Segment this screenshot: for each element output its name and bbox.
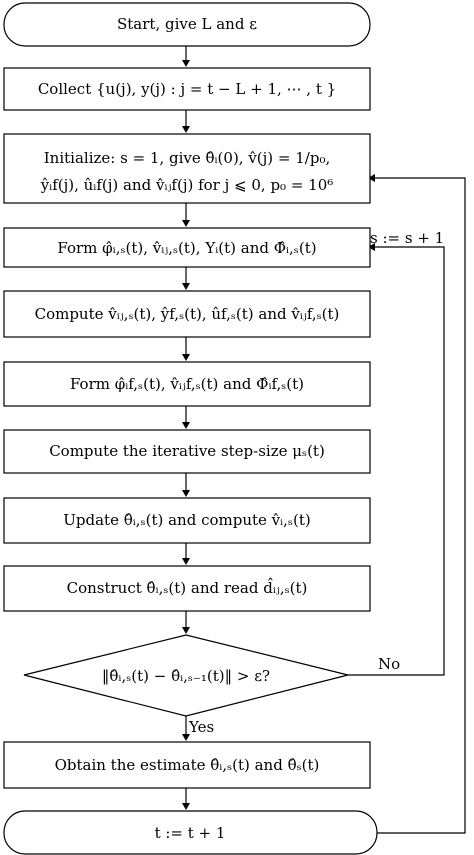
yes-label: Yes	[188, 718, 214, 736]
construct-text: Construct θ̂ᵢ,ₛ(t) and read d̂ᵢⱼ,ₛ(t)	[67, 578, 308, 597]
form-box-2: Form φ̂ᵢf,ₛ(t), v̂ᵢⱼf,ₛ(t) and Φ̂ᵢf,ₛ(t)	[3, 361, 371, 407]
compute-text-1: Compute v̂ᵢⱼ,ₛ(t), ŷf,ₛ(t), ûf,ₛ(t) and …	[35, 305, 340, 323]
form-text-2: Form φ̂ᵢf,ₛ(t), v̂ᵢⱼf,ₛ(t) and Φ̂ᵢf,ₛ(t)	[70, 375, 304, 393]
stepsize-text: Compute the iterative step-size μₛ(t)	[49, 442, 325, 460]
update-box: Update θ̂ᵢ,ₛ(t) and compute v̂ᵢ,ₛ(t)	[3, 497, 371, 544]
obtain-box: Obtain the estimate θ̂ᵢ,ₛ(t) and θ̂ₛ(t)	[3, 741, 371, 789]
stepsize-box: Compute the iterative step-size μₛ(t)	[3, 429, 371, 474]
increment-text: t := t + 1	[155, 824, 226, 842]
compute-box-1: Compute v̂ᵢⱼ,ₛ(t), ŷf,ₛ(t), ûf,ₛ(t) and …	[3, 290, 371, 338]
initialize-text-line1: Initialize: s = 1, give θ̂ᵢ(0), v̂(j) = …	[44, 149, 331, 167]
construct-box: Construct θ̂ᵢ,ₛ(t) and read d̂ᵢⱼ,ₛ(t)	[3, 565, 371, 612]
form-text-1: Form φ̂ᵢ,ₛ(t), v̂ᵢⱼ,ₛ(t), Yᵢ(t) and Φ̂ᵢ,…	[57, 239, 316, 257]
start-text: Start, give L and ε	[117, 15, 257, 33]
outer-loop-arrow	[368, 174, 466, 834]
collect-text: Collect {u(j), y(j) : j = t − L + 1, ⋯ ,…	[38, 80, 336, 98]
obtain-text: Obtain the estimate θ̂ᵢ,ₛ(t) and θ̂ₛ(t)	[55, 756, 320, 774]
start-terminator: Start, give L and ε	[3, 2, 371, 47]
initialize-text-line2: ŷᵢf(j), ûᵢf(j) and v̂ᵢⱼf(j) for j ⩽ 0, p…	[40, 176, 334, 194]
form-box-1: Form φ̂ᵢ,ₛ(t), v̂ᵢⱼ,ₛ(t), Yᵢ(t) and Φ̂ᵢ,…	[3, 227, 371, 268]
increment-terminator: t := t + 1	[3, 810, 378, 855]
loop-label: s := s + 1	[370, 229, 444, 247]
main-flow-arrows	[182, 46, 190, 810]
decision-diamond: ‖θ̂ᵢ,ₛ(t) − θ̂ᵢ,ₛ₋₁(t)‖ > ε?	[23, 634, 349, 717]
inner-loop-arrow	[348, 243, 445, 676]
update-text: Update θ̂ᵢ,ₛ(t) and compute v̂ᵢ,ₛ(t)	[63, 511, 310, 529]
collect-box: Collect {u(j), y(j) : j = t − L + 1, ⋯ ,…	[3, 67, 371, 111]
decision-text: ‖θ̂ᵢ,ₛ(t) − θ̂ᵢ,ₛ₋₁(t)‖ > ε?	[102, 667, 270, 685]
initialize-box: Initialize: s = 1, give θ̂ᵢ(0), v̂(j) = …	[3, 133, 371, 204]
no-label: No	[378, 655, 400, 673]
